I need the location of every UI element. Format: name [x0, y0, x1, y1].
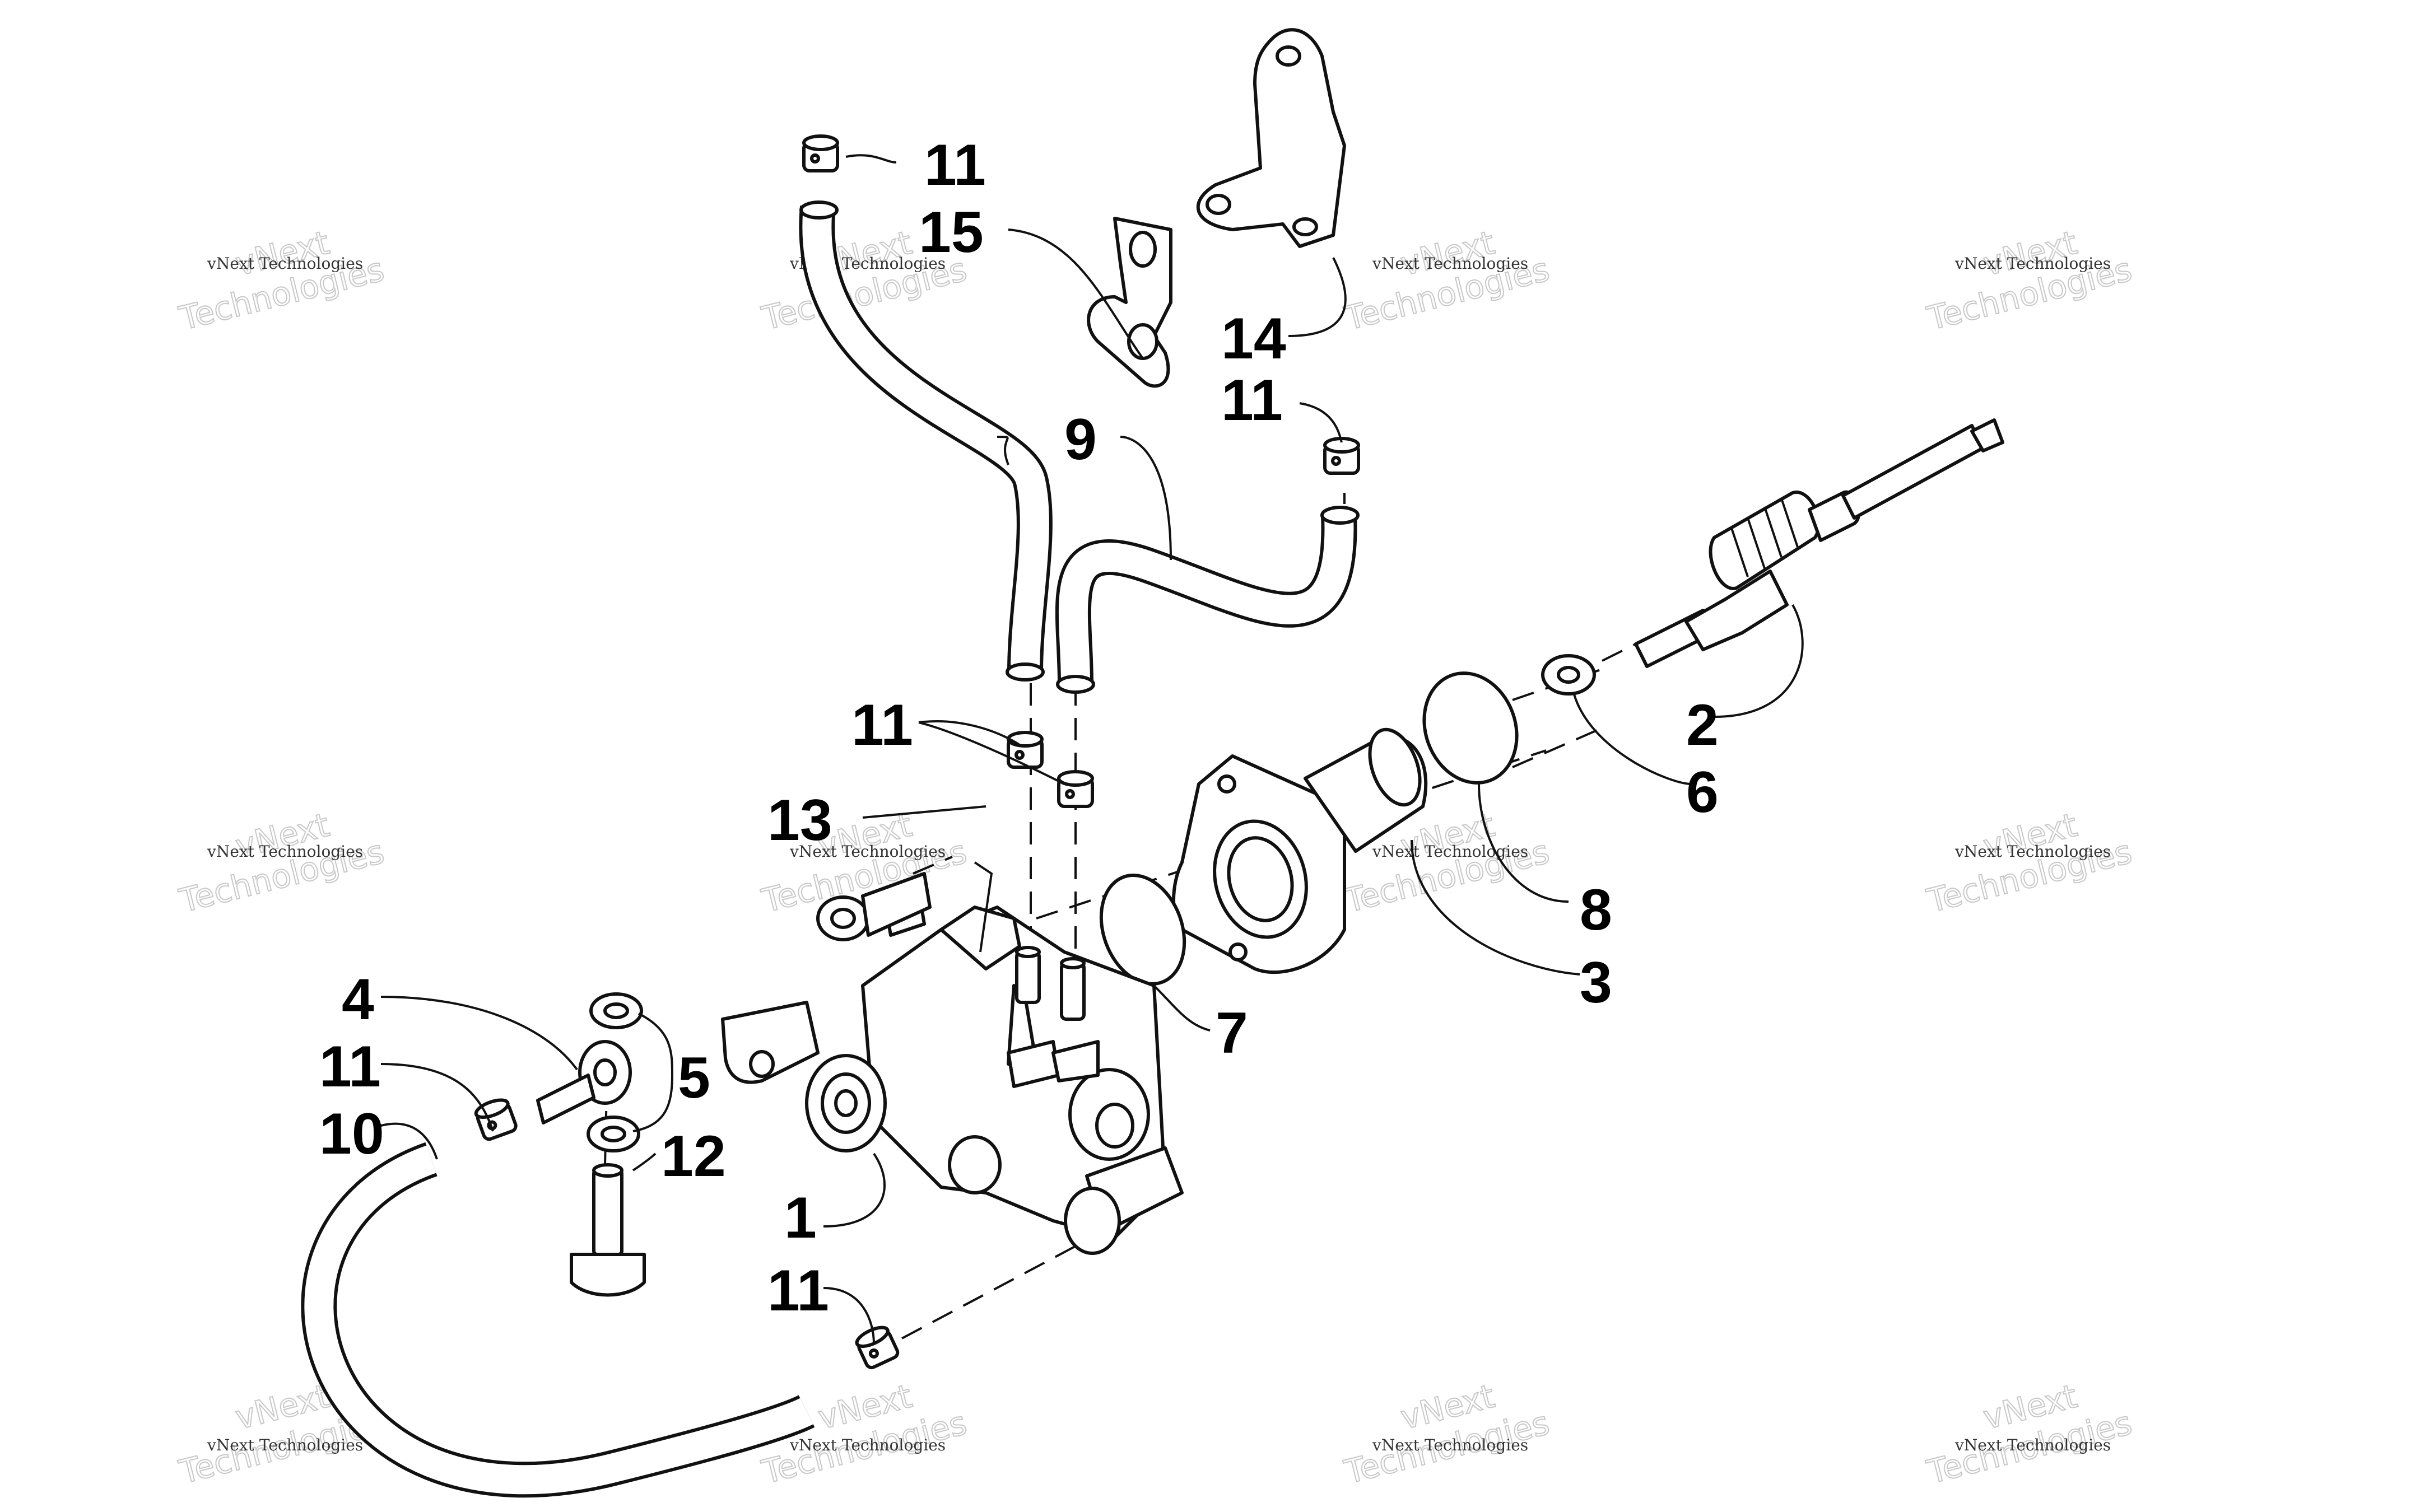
drive-shaft-gear-2: [1634, 418, 2004, 668]
fuel-hose-9-left: [799, 206, 1053, 673]
callout-5: 5: [678, 1046, 710, 1110]
callout-11: 11: [767, 1258, 829, 1323]
bolt-12: [570, 1163, 646, 1297]
callout-9: 9: [1064, 407, 1097, 472]
callout-11: 11: [924, 133, 986, 198]
watermark-small: vNext Technologies: [207, 842, 363, 861]
callout-13: 13: [767, 788, 832, 853]
hose-clamp-11-left: [474, 1098, 518, 1141]
o-ring-7: [1099, 874, 1186, 986]
watermark-small: vNext Technologies: [1954, 254, 2111, 273]
watermark: vNext Technologies: [1340, 1376, 1553, 1492]
oil-pump-body-1: [721, 906, 1184, 1255]
watermark-small: vNext Technologies: [1372, 1436, 1528, 1454]
watermark: vNext Technologies: [1923, 223, 2136, 338]
watermark-small: vNext Technologies: [1372, 842, 1528, 861]
watermark-small: vNext Technologies: [207, 254, 363, 273]
watermark-small: vNext Technologies: [1954, 842, 2111, 861]
washer-5-bottom: [587, 1116, 640, 1152]
fuel-hose-9-right: [1055, 514, 1357, 684]
mount-bracket-15: [1196, 28, 1346, 248]
hose-ends: [799, 200, 1360, 694]
callout-11: 11: [851, 693, 913, 758]
callout-6: 6: [1686, 760, 1719, 825]
callout-12: 12: [661, 1124, 726, 1189]
hose-clamp-11-top: [802, 134, 839, 172]
watermark-group: vNext Technologies vNext Technologies vN…: [175, 223, 2136, 1492]
hose-clamp-11-mid-left: [1007, 731, 1044, 769]
callout-1: 1: [784, 1186, 817, 1250]
watermark: vNext Technologies: [175, 223, 388, 338]
callout-4: 4: [342, 967, 374, 1032]
watermark-small: vNext Technologies: [1372, 254, 1528, 273]
pump-housing-3: [1172, 727, 1428, 974]
callout-7: 7: [1216, 1001, 1248, 1066]
watermark-small: vNext Technologies: [789, 1436, 946, 1454]
callout-3: 3: [1580, 950, 1612, 1015]
bolt-13: [816, 872, 932, 941]
callout-labels: 11 15 14 11 9 11 13 2 6 8 3 7 4 11 5 10 …: [319, 133, 1719, 1323]
callout-8: 8: [1580, 878, 1612, 942]
fuel-hose-10: [301, 1142, 815, 1498]
hose-clamp-11-bottom: [855, 1326, 900, 1370]
washer-6: [1541, 654, 1596, 696]
callout-14: 15: [919, 200, 984, 265]
hose-bracket-14: [1087, 217, 1172, 388]
o-ring-8: [1422, 671, 1519, 785]
watermark-small: vNext Technologies: [1954, 1436, 2111, 1454]
callout-2: 2: [1686, 693, 1719, 758]
banjo-fitting-4: [536, 1040, 632, 1124]
hose-clamp-11-mid-right: [1057, 770, 1094, 808]
watermark: vNext Technologies: [1923, 1376, 2136, 1492]
washer-5-top: [589, 992, 643, 1029]
watermark-small: vNext Technologies: [207, 1436, 363, 1454]
hose-clamp-11-right: [1323, 437, 1360, 475]
watermark: vNext Technologies: [1340, 223, 1553, 338]
callout-10: 10: [319, 1102, 384, 1166]
watermark-small: vNext Technologies: [789, 842, 946, 861]
leader-lines: [380, 154, 1804, 1345]
callout-11: 11: [319, 1034, 381, 1099]
callout-15: 14: [1221, 306, 1286, 371]
callout-11: 11: [1221, 368, 1283, 433]
